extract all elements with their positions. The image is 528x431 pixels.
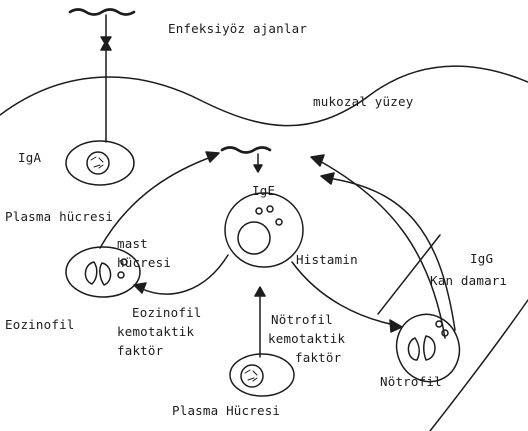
mast-cell-nucleus: [238, 222, 270, 254]
infectious-agent-squiggle: [70, 10, 134, 15]
label-eosinophil: Eozinofil: [5, 317, 75, 332]
label-neutrophil: Nötrofil: [380, 374, 442, 389]
mast-to-eosinophil-arrowhead: [134, 283, 146, 293]
eosinophil-arrowhead: [206, 152, 219, 162]
bottom-plasma-cell: [230, 354, 294, 396]
label-eosinophil-factor-line1: Eozinofil: [132, 305, 202, 320]
ige-mast-cell: [225, 193, 303, 267]
mast-granule-2: [267, 206, 273, 212]
label-blood-vessel: Kan damarı: [430, 273, 507, 288]
neutrophil-nucleus-right: [424, 336, 435, 360]
igg-to-antigen-arrowhead-1: [311, 155, 324, 166]
label-neutrophil-factor-line1: Nötrofil: [271, 312, 333, 327]
label-plasma-cell-bottom: Plasma Hücresi: [172, 403, 280, 418]
iga-arrowhead: [101, 41, 111, 50]
plasma-to-mast-arrowhead: [255, 287, 265, 296]
mast-granule-3: [276, 219, 282, 225]
eosinophil-nucleus-left: [85, 262, 96, 284]
label-iga: IgA: [18, 150, 41, 165]
label-histamine: Histamin: [296, 252, 358, 267]
label-ige: IgE: [252, 183, 275, 198]
iga-plasma-nucleus: [87, 152, 109, 174]
bottom-plasma-nucleus: [241, 365, 263, 387]
antigen-down-arrowhead: [254, 165, 262, 172]
antigen-squiggle: [222, 148, 270, 153]
eosinophil-granule-2: [118, 272, 124, 278]
label-mast-cell-line1: mast: [117, 236, 148, 251]
neutrophil-nucleus-left: [408, 338, 419, 360]
neutrophil-granule-1: [436, 321, 442, 327]
label-neutrophil-factor-line2: kemotaktik: [268, 331, 345, 346]
label-eosinophil-factor-line2: kemotaktik: [117, 324, 194, 339]
mast-granule-1: [256, 208, 262, 214]
label-neutrophil-factor-line3: faktör: [295, 350, 341, 365]
bottom-nucleus-texture: [245, 370, 257, 381]
label-igg: IgG: [470, 251, 493, 266]
label-mast-cell-line2: hücresi: [117, 255, 171, 270]
eosinophil-nucleus-right: [100, 263, 111, 285]
label-plasma-cell-top: Plasma hücresi: [5, 209, 113, 224]
mucosal-surface-line: [0, 66, 528, 125]
label-infectious-agents: Enfeksiyöz ajanlar: [168, 21, 307, 36]
igg-to-antigen-arrow-1: [318, 160, 445, 338]
label-eosinophil-factor-line3: faktör: [117, 343, 163, 358]
eosinophil-to-antigen-arrow: [100, 156, 214, 248]
blood-vessel-wall-2: [430, 300, 528, 431]
label-mucosal-surface: mukozal yüzey: [313, 94, 413, 109]
iga-nucleus-texture: [91, 157, 103, 168]
igg-to-antigen-arrowhead-2: [321, 173, 334, 184]
iga-plasma-cell: [66, 141, 134, 185]
